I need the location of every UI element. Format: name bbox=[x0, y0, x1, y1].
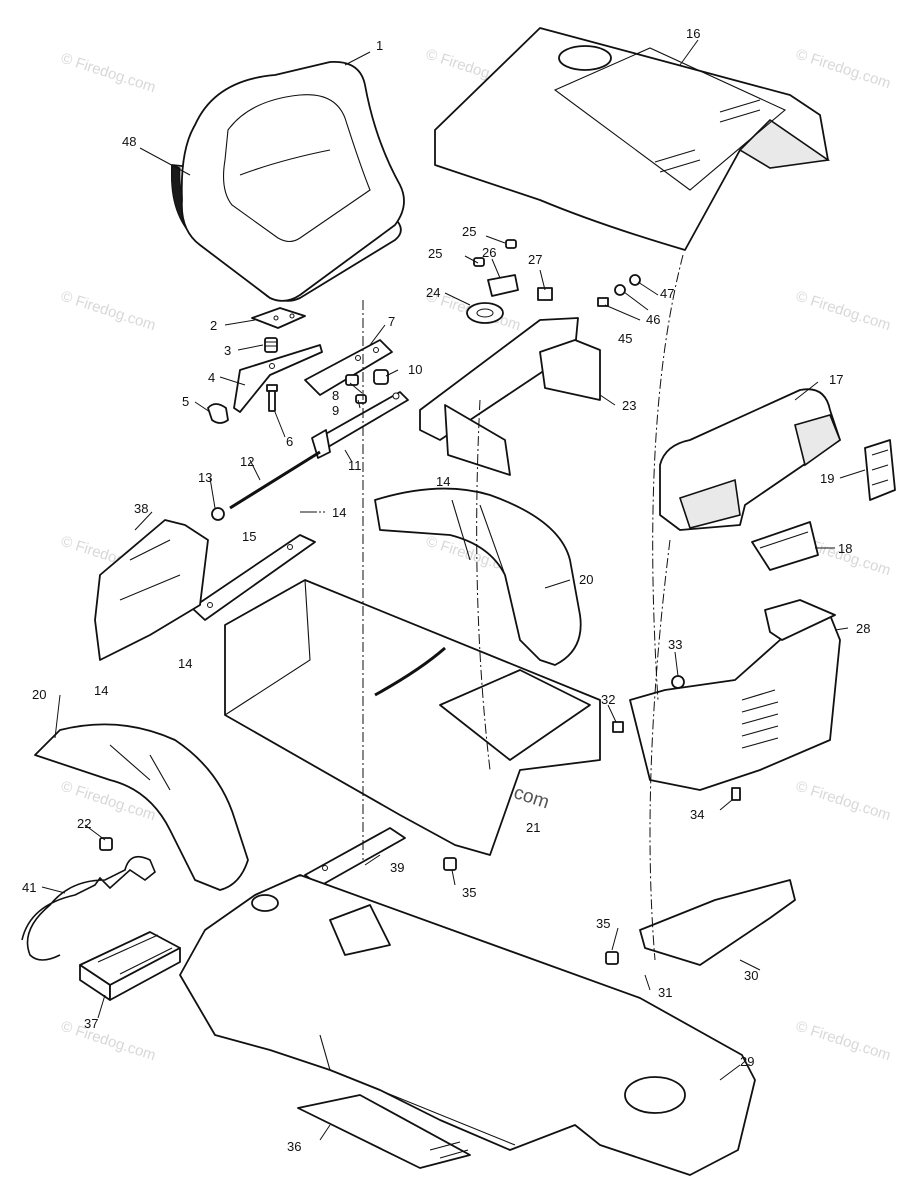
callout-46: 46 bbox=[646, 312, 660, 327]
watermark: © Firedog.com bbox=[59, 50, 158, 97]
callout-9: 9 bbox=[332, 403, 339, 418]
watermark: © Firedog.com bbox=[794, 1018, 893, 1065]
callout-27: 27 bbox=[528, 252, 542, 267]
leader-lines bbox=[41, 39, 866, 1141]
part-17-grille-top bbox=[659, 388, 841, 531]
part-38-side-panel bbox=[94, 519, 209, 661]
watermark: © Firedog.com bbox=[794, 288, 893, 335]
callout-3: 3 bbox=[224, 343, 231, 358]
part-36-decal bbox=[297, 1094, 471, 1169]
callout-33: 33 bbox=[668, 637, 682, 652]
part-6-bolt bbox=[266, 384, 278, 412]
part-21-body-tub bbox=[224, 579, 601, 856]
screws bbox=[99, 837, 619, 965]
callout-6: 6 bbox=[286, 434, 293, 449]
part-20-right-fender bbox=[374, 487, 582, 666]
part-12-rod bbox=[229, 450, 321, 510]
part-19-lens bbox=[864, 439, 896, 501]
callout-22: 22 bbox=[77, 816, 91, 831]
callout-39: 39 bbox=[390, 860, 404, 875]
callout-36: 36 bbox=[287, 1139, 301, 1154]
part-18-headlight bbox=[751, 521, 819, 571]
callout-45: 45 bbox=[618, 331, 632, 346]
part-25-26-27-hardware bbox=[473, 239, 553, 301]
part-1-seat bbox=[180, 61, 405, 302]
part-13-nut bbox=[211, 507, 225, 521]
callout-4: 4 bbox=[208, 370, 215, 385]
callout-11: 11 bbox=[348, 458, 362, 473]
callout-12: 12 bbox=[240, 454, 254, 469]
callout-14-b: 14 bbox=[332, 505, 346, 520]
part-20-left-fender bbox=[34, 723, 249, 891]
callout-5: 5 bbox=[182, 394, 189, 409]
watermark: © Firedog.com bbox=[794, 46, 893, 93]
callout-31: 31 bbox=[658, 985, 672, 1000]
callout-18: 18 bbox=[838, 541, 852, 556]
callout-20-a: 20 bbox=[579, 572, 593, 587]
callout-2: 2 bbox=[210, 318, 217, 333]
callout-20-b: 20 bbox=[32, 687, 46, 702]
callout-29: 29 bbox=[740, 1054, 754, 1069]
callout-28: 28 bbox=[856, 621, 870, 636]
callout-47: 47 bbox=[660, 286, 674, 301]
part-8-9-10-hardware bbox=[345, 369, 389, 404]
callout-21: 21 bbox=[526, 820, 540, 835]
callout-32: 32 bbox=[601, 692, 615, 707]
part-45-46-47-hardware bbox=[597, 274, 641, 307]
callout-1: 1 bbox=[376, 38, 383, 53]
callout-35-b: 35 bbox=[596, 916, 610, 931]
callout-14-c: 14 bbox=[178, 656, 192, 671]
callout-17: 17 bbox=[829, 372, 843, 387]
watermark: © Firedog.com bbox=[59, 288, 158, 335]
watermark: © Firedog.com bbox=[794, 778, 893, 825]
callout-38: 38 bbox=[134, 501, 148, 516]
callout-37: 37 bbox=[84, 1016, 98, 1031]
part-41-wire-harness bbox=[21, 855, 156, 961]
part-29-frame bbox=[179, 874, 756, 1176]
part-24-bezel bbox=[466, 302, 504, 324]
part-2-seat-bracket bbox=[251, 307, 306, 329]
callout-34: 34 bbox=[690, 807, 704, 822]
part-30-bracket bbox=[639, 879, 796, 966]
callout-15: 15 bbox=[242, 529, 256, 544]
callout-13: 13 bbox=[198, 470, 212, 485]
callout-48: 48 bbox=[122, 134, 136, 149]
part-23-dash-panel bbox=[419, 317, 601, 476]
part-32-33-34-hardware bbox=[612, 675, 741, 801]
part-37-battery-tray bbox=[79, 931, 181, 1001]
callout-14-a: 14 bbox=[436, 474, 450, 489]
callout-26: 26 bbox=[482, 245, 496, 260]
part-15-bracket bbox=[191, 534, 316, 621]
part-3-spring bbox=[264, 337, 278, 353]
callout-23: 23 bbox=[622, 398, 636, 413]
callout-41: 41 bbox=[22, 880, 36, 895]
callout-25-b: 25 bbox=[428, 246, 442, 261]
part-16-hood bbox=[434, 27, 831, 251]
callout-labels: 1 48 2 3 4 5 6 7 8 9 10 11 12 13 14 14 1… bbox=[22, 26, 870, 1154]
callout-16: 16 bbox=[686, 26, 700, 41]
part-11-hinge-bracket bbox=[311, 391, 409, 459]
callout-25-a: 25 bbox=[462, 224, 476, 239]
part-7-adjust-plate bbox=[304, 339, 393, 396]
part-5-knob bbox=[207, 403, 229, 424]
watermark: © Firedog.com bbox=[59, 1018, 158, 1065]
callout-30: 30 bbox=[744, 968, 758, 983]
part-4-pivot-plate bbox=[233, 344, 323, 413]
callout-8: 8 bbox=[332, 388, 339, 403]
callout-7: 7 bbox=[388, 314, 395, 329]
part-28-side-grille bbox=[629, 599, 841, 791]
part-39-plate bbox=[304, 827, 406, 887]
callout-10: 10 bbox=[408, 362, 422, 377]
callout-19: 19 bbox=[820, 471, 834, 486]
callout-24: 24 bbox=[426, 285, 440, 300]
callout-35-a: 35 bbox=[462, 885, 476, 900]
callout-14-d: 14 bbox=[94, 683, 108, 698]
